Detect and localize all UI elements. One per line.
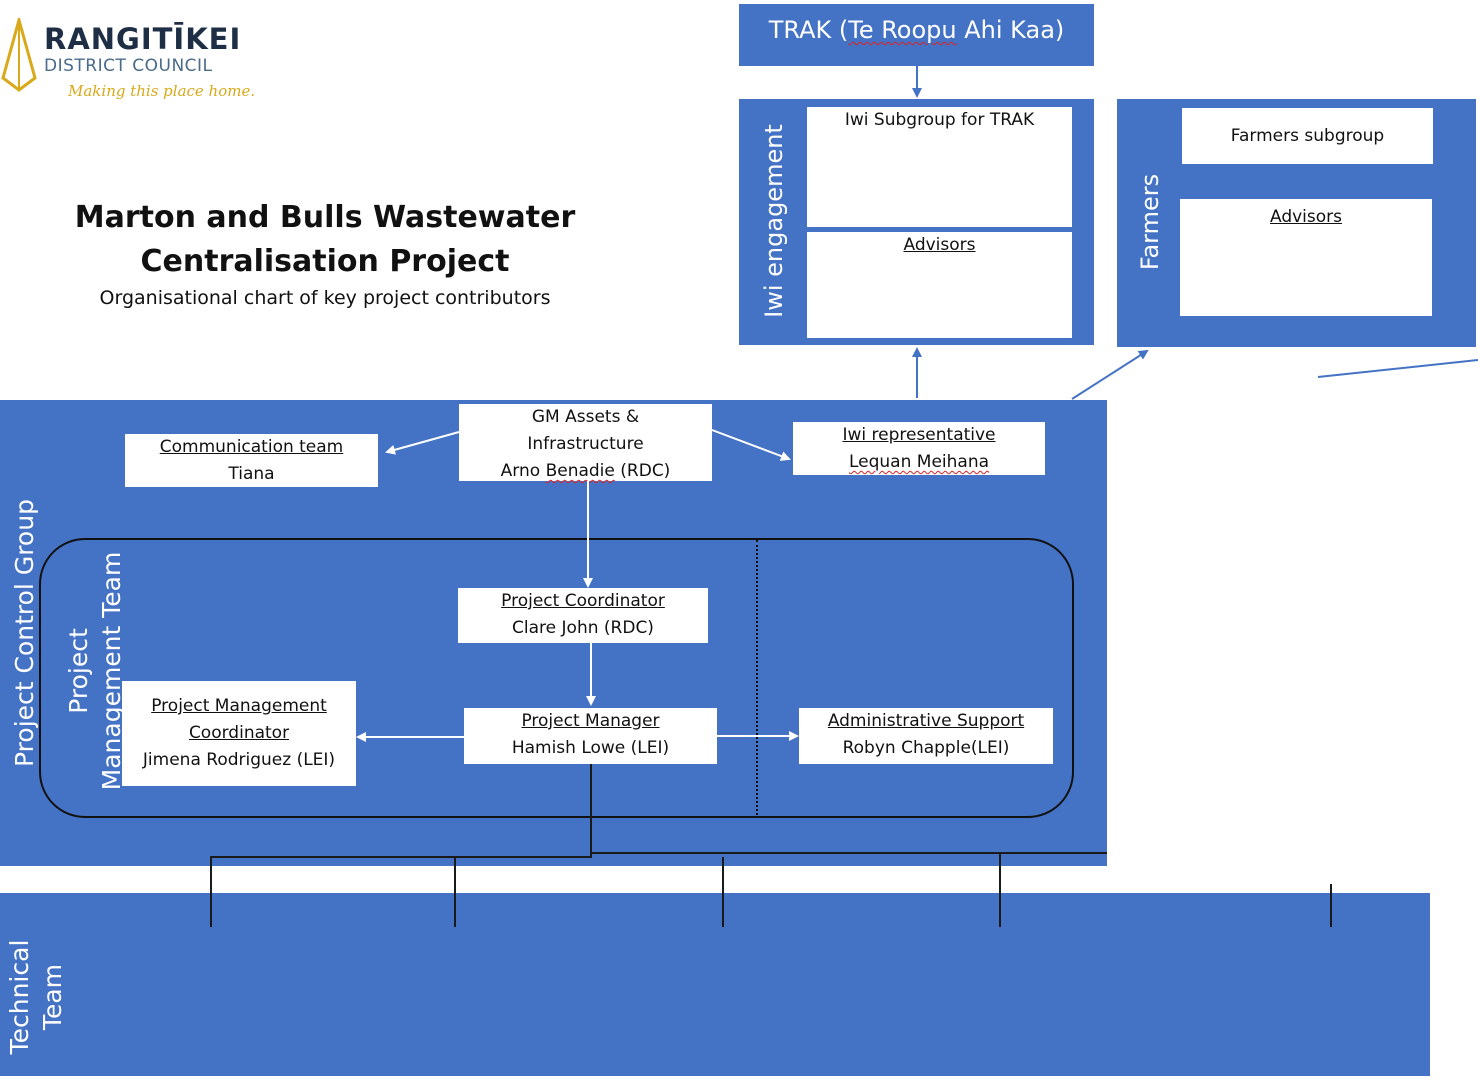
communication-team-name: Tiana (228, 464, 275, 484)
communication-team-title: Communication team (159, 437, 344, 457)
admin-support-name: Robyn Chapple(LEI) (842, 738, 1010, 758)
trak-box: TRAK (Te Roopu Ahi Kaa) (739, 4, 1094, 66)
pm-coordinator-title1: Project Management (151, 696, 327, 716)
arrow-pcg-farmers (1071, 349, 1149, 400)
project-coordinator-name: Clare John (RDC) (512, 618, 654, 638)
gm-assets-box: GM Assets & Infrastructure Arno Benadie … (459, 404, 712, 481)
logo-tagline: Making this place home. (68, 82, 256, 100)
line-farmers-right (1317, 359, 1478, 378)
pm-coordinator-box: Project Management Coordinator Jimena Ro… (122, 681, 356, 786)
iwi-advisors-label: Advisors (903, 235, 976, 255)
council-logo: RANGITĪKEI DISTRICT COUNCIL Making this … (0, 14, 260, 114)
gm-line3-post: (RDC) (614, 461, 671, 481)
farmers-advisors-box: Advisors (1180, 199, 1432, 316)
iwi-subgroup-box: Iwi Subgroup for TRAK (807, 107, 1072, 227)
chart-title-block: Marton and Bulls Wastewater Centralisati… (60, 196, 590, 312)
admin-support-title: Administrative Support (827, 711, 1025, 731)
project-management-team-frame (39, 538, 1074, 818)
iwi-representative-box: Iwi representative Lequan Meihana (793, 422, 1045, 475)
line-tech-right (590, 852, 1107, 857)
page-title-line2: Centralisation Project (140, 244, 510, 279)
technical-team-panel (0, 893, 1430, 1076)
iwi-representative-name: Lequan Meihana (848, 452, 990, 472)
page-subtitle: Organisational chart of key project cont… (99, 287, 551, 309)
arrow-gm-comm (385, 431, 460, 455)
pm-coordinator-title2: Coordinator (188, 723, 290, 743)
trak-squiggle: Te Roopu (848, 16, 957, 44)
trak-prefix: TRAK ( (768, 16, 849, 44)
communication-team-box: Communication team Tiana (125, 434, 378, 487)
gm-line3-squig: Benadie (545, 461, 615, 481)
gm-line1: GM Assets & (531, 407, 640, 427)
farmers-subgroup-label: Farmers subgroup (1230, 126, 1385, 146)
project-coordinator-title: Project Coordinator (501, 591, 665, 611)
logo-name: RANGITĪKEI (44, 22, 242, 56)
gm-line2: Infrastructure (527, 434, 644, 454)
arrow-gm-iwirep (711, 429, 791, 461)
iwi-subgroup-label: Iwi Subgroup for TRAK (844, 110, 1035, 130)
trak-suffix: Ahi Kaa) (956, 16, 1065, 44)
logo-subtitle: DISTRICT COUNCIL (44, 56, 213, 76)
project-manager-title: Project Manager (521, 711, 660, 731)
farmers-advisors-label: Advisors (1269, 207, 1342, 227)
project-manager-name: Hamish Lowe (LEI) (511, 738, 670, 758)
iwi-representative-title: Iwi representative (842, 425, 996, 445)
logo-emblem-icon (1, 18, 37, 92)
iwi-advisors-box: Advisors (807, 232, 1072, 338)
gm-line3-pre: Arno (500, 461, 546, 481)
admin-support-box: Administrative Support Robyn Chapple(LEI… (799, 708, 1053, 764)
pm-coordinator-name: Jimena Rodriguez (LEI) (142, 750, 336, 770)
project-manager-box: Project Manager Hamish Lowe (LEI) (464, 708, 717, 764)
project-coordinator-box: Project Coordinator Clare John (RDC) (458, 588, 708, 643)
farmers-subgroup-box: Farmers subgroup (1182, 108, 1433, 164)
pmt-dotted-divider (756, 540, 758, 815)
page-title-line1: Marton and Bulls Wastewater (74, 200, 576, 235)
line-manager-technical (210, 764, 592, 927)
